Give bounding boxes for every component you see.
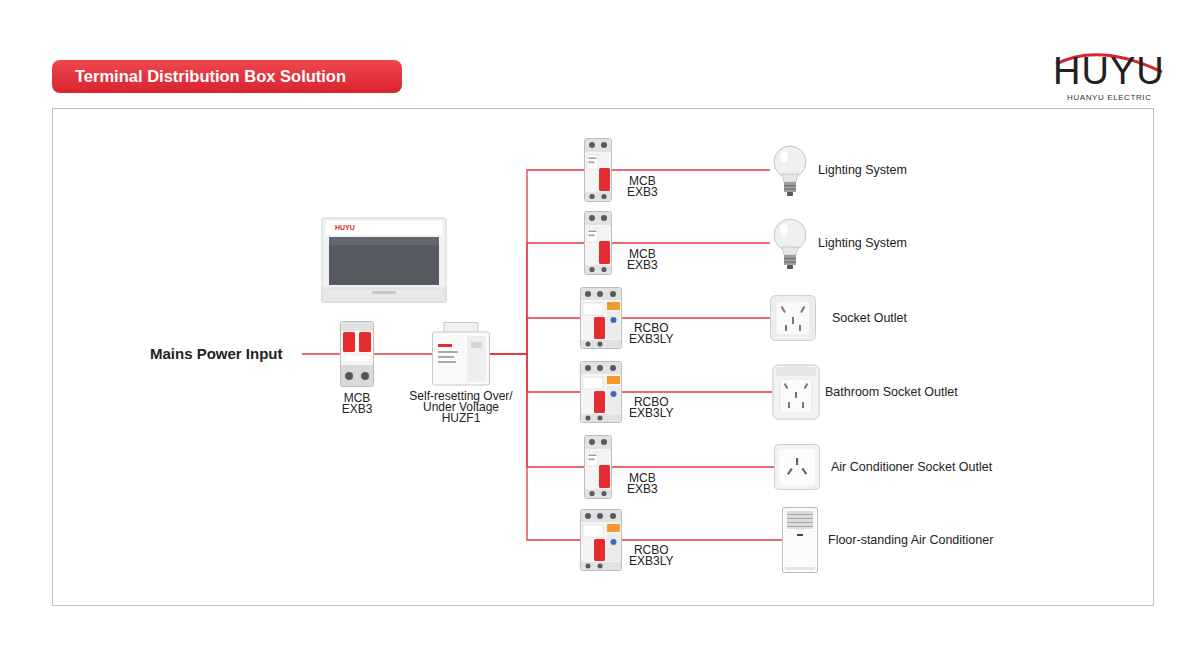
voltage-protector-drawing xyxy=(433,323,490,386)
bath-socket-icon xyxy=(773,365,819,419)
wire xyxy=(490,318,580,354)
wire xyxy=(490,354,580,392)
wire xyxy=(490,354,584,467)
lighting-load: Lighting System xyxy=(770,217,810,269)
main-mcb-drawing xyxy=(341,322,374,387)
rcbo-drawing xyxy=(581,288,622,349)
wire xyxy=(302,353,340,354)
wire xyxy=(612,466,774,467)
wire xyxy=(622,539,782,540)
rcbo-breaker: RCBO EXB3LY xyxy=(580,287,622,349)
title-banner xyxy=(52,60,402,93)
socket-load: Socket Outlet xyxy=(770,295,816,341)
node-text: Mains Power Input xyxy=(150,345,302,363)
node-text: MCB EXB3 xyxy=(627,176,658,198)
node-text: MCB EXB3 xyxy=(627,249,658,271)
socket-icon xyxy=(771,296,816,341)
distribution-box xyxy=(322,218,446,302)
logo-wordmark: HUYU xyxy=(1053,50,1165,92)
node-text: Air Conditioner Socket Outlet xyxy=(831,460,992,475)
box-lip xyxy=(322,288,446,302)
node-text: Lighting System xyxy=(818,236,907,251)
wire xyxy=(612,169,770,170)
rcbo-breaker: RCBO EXB3LY xyxy=(580,509,622,571)
rcbo-breaker: RCBO EXB3LY xyxy=(580,361,622,423)
logo-subtitle: HUANYU ELECTRIC xyxy=(1067,93,1152,102)
input-label: Mains Power Input xyxy=(150,345,302,363)
bathroom-socket-load: Bathroom Socket Outlet xyxy=(772,364,820,420)
mcb-breaker: MCB EXB3 xyxy=(584,138,612,202)
mcb-breaker: MCB EXB3 xyxy=(584,211,612,275)
main-mcb: MCB EXB3 xyxy=(340,321,374,387)
node-text: RCBO EXB3LY xyxy=(629,545,673,567)
node-text: Floor-standing Air Conditioner xyxy=(828,533,993,548)
wire xyxy=(374,353,432,354)
node-text: Lighting System xyxy=(818,163,907,178)
voltage-protector: Self-resetting Over/ Under Voltage HUZF1 xyxy=(432,322,490,386)
mcb-drawing xyxy=(585,436,612,499)
wire xyxy=(612,242,770,243)
mcb-breaker: MCB EXB3 xyxy=(584,435,612,499)
box-window xyxy=(329,237,439,285)
bulb-icon xyxy=(774,219,806,269)
wire xyxy=(490,354,580,540)
ac-socket-icon xyxy=(775,445,820,490)
content-frame xyxy=(53,109,1154,606)
wire xyxy=(490,170,584,354)
lighting-load: Lighting System xyxy=(770,144,810,196)
ac-socket-load: Air Conditioner Socket Outlet xyxy=(774,444,820,490)
node-text: MCB EXB3 xyxy=(342,393,373,415)
node-text: Self-resetting Over/ Under Voltage HUZF1 xyxy=(405,391,517,424)
node-text: RCBO EXB3LY xyxy=(629,397,673,419)
floor-ac-load: Floor-standing Air Conditioner xyxy=(782,507,818,573)
floor-ac-icon xyxy=(783,508,818,573)
title-text: Terminal Distribution Box Solution xyxy=(75,66,346,86)
node-text: RCBO EXB3LY xyxy=(629,323,673,345)
mcb-drawing xyxy=(585,139,612,202)
wire xyxy=(622,317,770,318)
node-text: Bathroom Socket Outlet xyxy=(825,385,958,400)
box-top xyxy=(326,221,442,235)
box-logo: HUYU xyxy=(335,224,355,232)
box-handle xyxy=(372,291,396,294)
box-shell xyxy=(322,218,446,302)
rcbo-drawing xyxy=(581,362,622,423)
wire xyxy=(622,391,772,392)
node-text: MCB EXB3 xyxy=(627,473,658,495)
wire xyxy=(490,243,584,354)
rcbo-drawing xyxy=(581,510,622,571)
mcb-drawing xyxy=(585,212,612,275)
bulb-icon xyxy=(774,146,806,196)
window-reflection xyxy=(329,237,439,245)
node-text: Socket Outlet xyxy=(832,311,907,326)
